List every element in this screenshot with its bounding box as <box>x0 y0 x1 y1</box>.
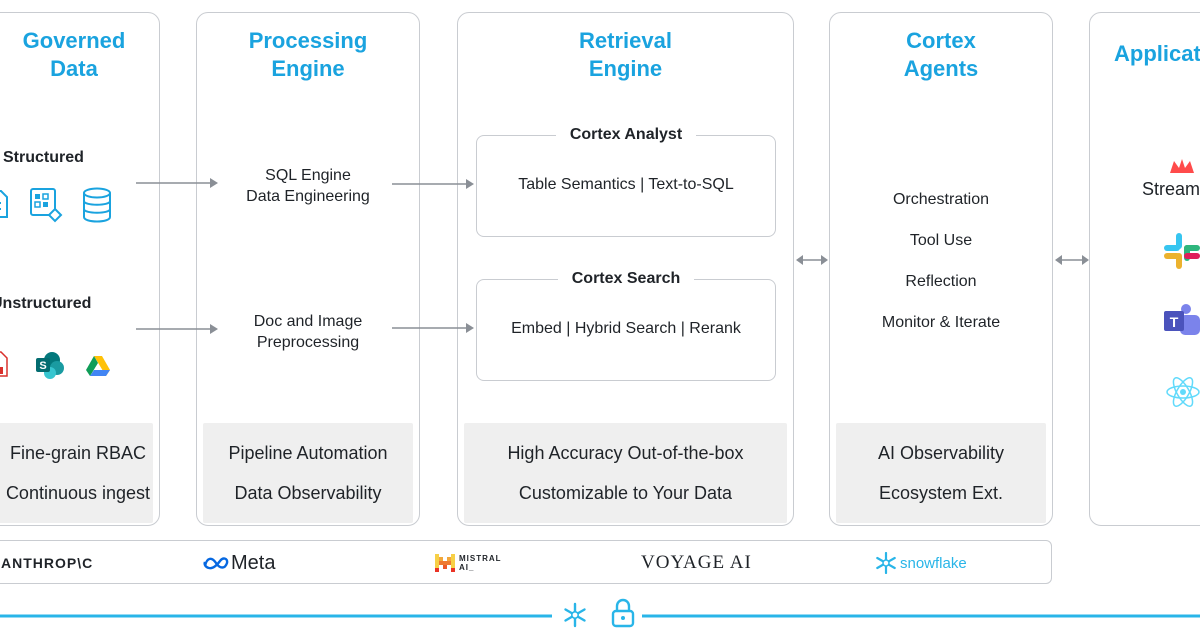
snowflake-icon <box>876 552 896 574</box>
footer-line-2: Data Observability <box>234 483 382 503</box>
footer-line-2: Customizable to Your Data <box>518 483 733 503</box>
governed-data-title: Governed Data <box>0 27 159 83</box>
cortex-search-title: Cortex Search <box>557 270 695 287</box>
arrow-retrieval-agents-bidirectional <box>796 255 828 265</box>
processing-footer: Pipeline Automation Data Observability <box>203 423 413 523</box>
footer-line-1: AI Observability <box>877 443 1005 463</box>
streamlit-icon <box>1170 159 1194 173</box>
pdf-icon <box>0 351 8 377</box>
title-line-1: Retrieval <box>579 28 672 53</box>
title-line-2: Agents <box>903 56 979 81</box>
arrow-structured-to-sql <box>136 178 218 188</box>
voyage-wordmark: VOYAGE AI <box>641 552 752 573</box>
retrieval-engine-column: Retrieval Engine Cortex Analyst Table Se… <box>457 12 794 526</box>
retrieval-footer: High Accuracy Out-of-the-box Customizabl… <box>464 423 787 523</box>
file-icon <box>0 190 8 218</box>
grid-table-icon <box>30 188 63 223</box>
anthropic-logo: ANTHROP\C <box>1 541 93 585</box>
google-drive-icon <box>86 356 110 376</box>
title-line-2: Engine <box>588 56 663 81</box>
teams-icon: T <box>1164 304 1200 335</box>
governed-footer: Fine-grain RBAC Continuous ingest <box>0 423 153 523</box>
agents-footer: AI Observability Ecosystem Ext. <box>836 423 1046 523</box>
svg-text:S: S <box>39 360 46 372</box>
meta-wordmark: Meta <box>231 551 276 574</box>
model-partners-strip: ANTHROP\C Meta MISTRAL AI_ VOYAGE AI sno… <box>0 540 1052 584</box>
meta-logo: Meta <box>203 541 275 585</box>
agents-item-orchestration: Orchestration <box>892 191 990 208</box>
mistral-wordmark: MISTRAL AI_ <box>459 554 502 572</box>
snowflake-icon <box>564 602 586 628</box>
footer-line-1: Fine-grain RBAC <box>9 443 147 463</box>
arrow-sql-to-analyst <box>392 179 474 189</box>
voyage-logo: VOYAGE AI <box>641 541 752 585</box>
cortex-analyst-box: Cortex Analyst Table Semantics | Text-to… <box>476 126 776 237</box>
processing-engine-column: Processing Engine SQL Engine Data Engine… <box>196 12 420 526</box>
item-line-1: Doc and Image <box>253 313 363 330</box>
agents-item-monitor-iterate: Monitor & Iterate <box>881 314 1001 331</box>
lock-icon <box>611 598 635 628</box>
snowflake-wordmark: snowflake <box>900 554 967 572</box>
processing-engine-title: Processing Engine <box>197 27 419 83</box>
cortex-search-body: Embed | Hybrid Search | Rerank <box>511 320 741 337</box>
retrieval-engine-title: Retrieval Engine <box>458 27 793 83</box>
cortex-search-box: Cortex Search Embed | Hybrid Search | Re… <box>476 270 776 381</box>
cortex-analyst-body: Table Semantics | Text-to-SQL <box>518 176 734 193</box>
title-line-1: Processing <box>248 28 368 53</box>
item-line-1: SQL Engine <box>265 167 351 184</box>
unstructured-label: Unstructured <box>0 295 92 312</box>
doc-preprocessing-item: Doc and Image Preprocessing <box>197 311 419 353</box>
arrow-doc-to-search <box>392 323 474 333</box>
anthropic-wordmark: ANTHROP\C <box>1 555 94 571</box>
applications-title: Applications <box>1114 41 1200 66</box>
item-line-2: Data Engineering <box>246 188 370 205</box>
footer-line-2: Continuous ingest <box>5 483 151 503</box>
applications-column: Applications Streamlit T <box>1089 12 1200 526</box>
cortex-analyst-title: Cortex Analyst <box>555 126 697 143</box>
security-baseline <box>0 614 1200 618</box>
arrow-unstructured-to-doc <box>136 324 218 334</box>
cortex-analyst-title-wrap: Cortex Analyst <box>477 126 775 144</box>
cortex-agents-title: Cortex Agents <box>830 27 1052 83</box>
react-icon <box>1166 377 1200 407</box>
cortex-agents-column: Cortex Agents Orchestration Tool Use Ref… <box>829 12 1053 526</box>
arrow-agents-apps-bidirectional <box>1055 255 1089 265</box>
title-line-2: Data <box>50 56 98 81</box>
streamlit-label: Streamlit <box>1142 179 1200 199</box>
governed-data-column: Governed Data Structured Unstructured S … <box>0 12 160 526</box>
meta-infinity-icon <box>203 557 229 570</box>
title-line-2: Engine <box>271 56 345 81</box>
sharepoint-icon: S <box>36 352 64 379</box>
title-line-1: Cortex <box>906 28 976 53</box>
agents-item-tool-use: Tool Use <box>909 232 973 249</box>
slack-icon <box>1164 233 1200 269</box>
mistral-icon <box>435 554 455 572</box>
snowflake-logo: snowflake <box>875 541 967 585</box>
footer-line-2: Ecosystem Ext. <box>878 483 1004 503</box>
title-line-1: Governed <box>22 28 126 53</box>
footer-line-1: High Accuracy Out-of-the-box <box>507 443 744 463</box>
agents-item-reflection: Reflection <box>905 273 977 290</box>
sql-engine-item: SQL Engine Data Engineering <box>197 165 419 207</box>
item-line-2: Preprocessing <box>256 334 360 351</box>
mistral-logo: MISTRAL AI_ <box>435 541 502 585</box>
database-icon <box>83 187 111 223</box>
cortex-search-title-wrap: Cortex Search <box>477 270 775 288</box>
structured-label: Structured <box>3 149 84 166</box>
footer-line-1: Pipeline Automation <box>228 443 388 463</box>
svg-text:T: T <box>1170 314 1179 330</box>
